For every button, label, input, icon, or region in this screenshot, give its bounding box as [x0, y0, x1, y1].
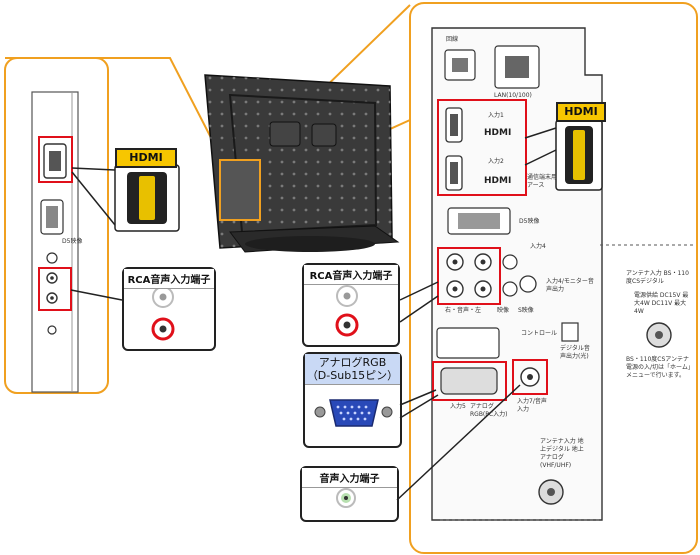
label-hdmi-logo-1: HDMI — [484, 128, 512, 138]
vga-connector-illustration — [314, 399, 393, 427]
left-headphone-jack — [47, 325, 57, 335]
label-input7: 入力7/音声入力 — [517, 398, 547, 413]
label-control: コントロール — [521, 330, 558, 337]
label-antenna-terrestrial: アンテナ入力 地上デジタル 地上アナログ (VHF/UHF) — [540, 438, 584, 469]
pointer-lines — [396, 281, 521, 501]
input5-port — [436, 327, 500, 359]
label-d5: D5映像 — [519, 218, 540, 225]
analog-rgb-callout: アナログRGB （D-Sub15ピン） — [303, 352, 402, 448]
d-sub15-port — [440, 367, 498, 395]
left-video-jack — [46, 252, 58, 264]
analog-rgb-title-line1: アナログRGB — [318, 356, 387, 369]
label-input2: 入力2 — [488, 158, 504, 165]
audio-input-callout: 音声入力端子 — [300, 466, 399, 522]
optical-port — [561, 322, 579, 342]
label-phone-line: 回線 — [446, 36, 459, 43]
right-rca-highlight — [437, 247, 501, 305]
label-input4: 入力4 — [530, 243, 546, 250]
label-digital-audio: デジタル音声出力(光) — [560, 345, 590, 360]
analog-rgb-title-line2: （D-Sub15ピン） — [306, 369, 399, 382]
label-comm-ground: 通信端末用アース — [527, 174, 558, 189]
audio-input-callout-title: 音声入力端子 — [302, 468, 397, 488]
left-hdmi-highlight — [38, 136, 73, 183]
rca-callout-right-title: RCA音声入力端子 — [304, 265, 398, 285]
label-s-video: S映像 — [518, 307, 534, 314]
label-antenna-power: 電源供給 DC15V 最大4W DC11V 最大4W — [634, 292, 689, 315]
analog-rgb-highlight — [432, 361, 507, 401]
label-hdmi-logo-2: HDMI — [484, 176, 512, 186]
label-input5: 入力5 — [450, 403, 466, 410]
label-rca-lr: 右・音声・左 — [445, 307, 482, 314]
label-monitor-out: 入力4/モニター音声出力 — [546, 278, 594, 293]
rca-callout-left-title: RCA音声入力端子 — [124, 269, 214, 289]
audio-input-highlight — [512, 359, 548, 395]
label-left-d5: D5映像 — [62, 238, 83, 245]
label-analog-rgb: アナログRGB(PC入力) — [470, 403, 508, 418]
label-bs-notice: BS・110度CSアンテナ電源の入/切は「ホーム」メニューで行います。 — [626, 356, 691, 379]
label-input1: 入力1 — [488, 112, 504, 119]
hdmi-badge-left: HDMI — [115, 148, 177, 168]
tv-terminal-area-highlight — [219, 159, 261, 221]
left-panel-frame — [4, 57, 109, 394]
hdmi-badge-right: HDMI — [556, 102, 606, 122]
tv-back-illustration — [204, 74, 400, 253]
label-antenna-bs: アンテナ入力 BS・110度CSデジタル — [626, 270, 689, 285]
left-rca-highlight — [38, 267, 72, 311]
left-side-panel — [31, 91, 123, 393]
right-hdmi-highlight — [437, 99, 527, 196]
right-panel-frame — [409, 2, 698, 554]
label-lan: LAN(10/100) — [494, 92, 532, 99]
label-video: 映像 — [497, 307, 510, 314]
rca-jack-grid — [446, 253, 518, 298]
rca-callout-right: RCA音声入力端子 — [302, 263, 400, 347]
analog-rgb-callout-title: アナログRGB （D-Sub15ピン） — [305, 354, 400, 385]
rca-callout-left: RCA音声入力端子 — [122, 267, 216, 351]
s-video-port — [519, 275, 537, 293]
